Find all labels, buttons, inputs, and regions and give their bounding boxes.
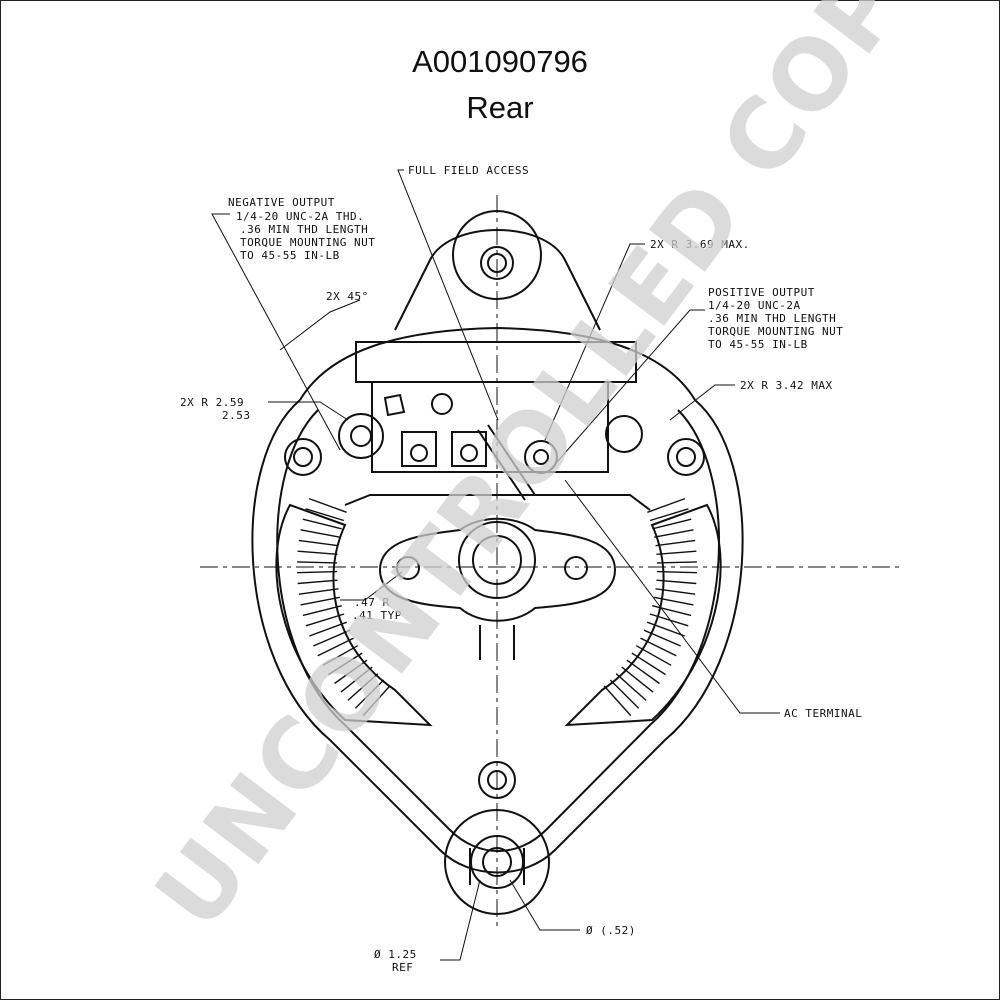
- vent-fin: [649, 613, 689, 627]
- vent-fin: [362, 685, 391, 717]
- vent-fins: [297, 497, 697, 717]
- vent-fin: [328, 652, 363, 676]
- hole-radius-line-1: .47 R: [354, 596, 390, 609]
- bottom-hole-label: Ø (.52): [586, 924, 636, 937]
- angle-label: 2X 45°: [326, 290, 369, 303]
- callout-labels: FULL FIELD ACCESS NEGATIVE OUTPUT 1/4-20…: [180, 164, 862, 974]
- vent-fin: [615, 673, 647, 701]
- vent-fin: [603, 685, 632, 717]
- vent-fin: [635, 645, 672, 666]
- vent-fin: [655, 588, 696, 595]
- ac-terminal-label: AC TERMINAL: [784, 707, 862, 720]
- radius-right-label: 2X R 3.42 MAX: [740, 379, 833, 392]
- vent-fin: [308, 497, 347, 513]
- vent-fin: [652, 518, 692, 530]
- vent-fin: [640, 637, 677, 657]
- vent-fin: [309, 621, 348, 637]
- hole-radius-line-2: .41 TYP: [352, 609, 402, 622]
- positive-output-line-2: 1/4-20 UNC-2A: [708, 299, 801, 312]
- vent-fin: [317, 637, 354, 657]
- mounting-bolts: [284, 438, 705, 799]
- full-field-access-label: FULL FIELD ACCESS: [408, 164, 529, 177]
- vent-fin: [340, 666, 373, 693]
- vent-fin: [643, 629, 681, 647]
- negative-output-line-2: 1/4-20 UNC-2A THD.: [236, 210, 364, 223]
- radius-top-label: 2X R 3.69 MAX.: [650, 238, 750, 251]
- vent-fin: [647, 497, 686, 513]
- vent-fin: [626, 659, 660, 685]
- positive-output-line-1: POSITIVE OUTPUT: [708, 286, 815, 299]
- vent-fin: [313, 629, 351, 647]
- negative-output-line-3: .36 MIN THD LENGTH: [240, 223, 368, 236]
- bearing-plate: [378, 517, 617, 660]
- vent-slots: [275, 503, 722, 727]
- vent-fin: [656, 570, 697, 574]
- vent-fin: [652, 605, 692, 617]
- positive-output-line-5: TO 45-55 IN-LB: [708, 338, 808, 351]
- negative-output-line-4: TORQUE MOUNTING NUT: [240, 236, 375, 249]
- vent-fin: [302, 605, 342, 617]
- vent-fin: [653, 596, 694, 606]
- vent-fin: [609, 679, 640, 709]
- vent-fin: [334, 659, 368, 685]
- bottom-diameter-line-2: REF: [392, 961, 413, 974]
- vent-fin: [302, 518, 342, 530]
- bottom-diameter-line-1: Ø 1.25: [374, 948, 417, 961]
- radius-left-line-2: 2.53: [222, 409, 251, 422]
- vent-fin: [300, 529, 340, 538]
- leader-lines: [211, 169, 780, 961]
- vent-fin: [656, 550, 697, 555]
- vent-fin: [322, 645, 359, 666]
- vent-fin: [656, 561, 697, 564]
- vent-fin: [656, 579, 697, 585]
- vent-fin: [300, 596, 341, 606]
- vent-fin: [655, 539, 696, 547]
- vent-fin: [649, 508, 689, 522]
- negative-output-line-1: NEGATIVE OUTPUT: [228, 196, 335, 209]
- vent-fin: [654, 529, 694, 538]
- negative-output-line-5: TO 45-55 IN-LB: [240, 249, 340, 262]
- vent-fin: [297, 561, 338, 564]
- vent-fin: [646, 621, 685, 637]
- vent-fin: [298, 539, 339, 547]
- vent-fin: [347, 673, 379, 701]
- vent-fin: [297, 579, 338, 585]
- vent-fin: [298, 588, 339, 595]
- positive-output-line-3: .36 MIN THD LENGTH: [708, 312, 836, 325]
- vent-fin: [297, 570, 338, 574]
- vent-fin: [631, 652, 666, 676]
- vent-fin: [297, 550, 338, 555]
- vent-fin: [305, 613, 345, 627]
- vent-fin: [354, 679, 385, 709]
- terminal-block: [338, 341, 651, 511]
- view-subtitle: Rear: [466, 90, 534, 125]
- radius-left-line-1: 2X R 2.59: [180, 396, 244, 409]
- vent-fin: [621, 666, 654, 693]
- centerlines: [200, 195, 900, 930]
- positive-output-line-4: TORQUE MOUNTING NUT: [708, 325, 843, 338]
- vent-fin: [305, 508, 345, 522]
- part-number-title: A001090796: [412, 44, 588, 79]
